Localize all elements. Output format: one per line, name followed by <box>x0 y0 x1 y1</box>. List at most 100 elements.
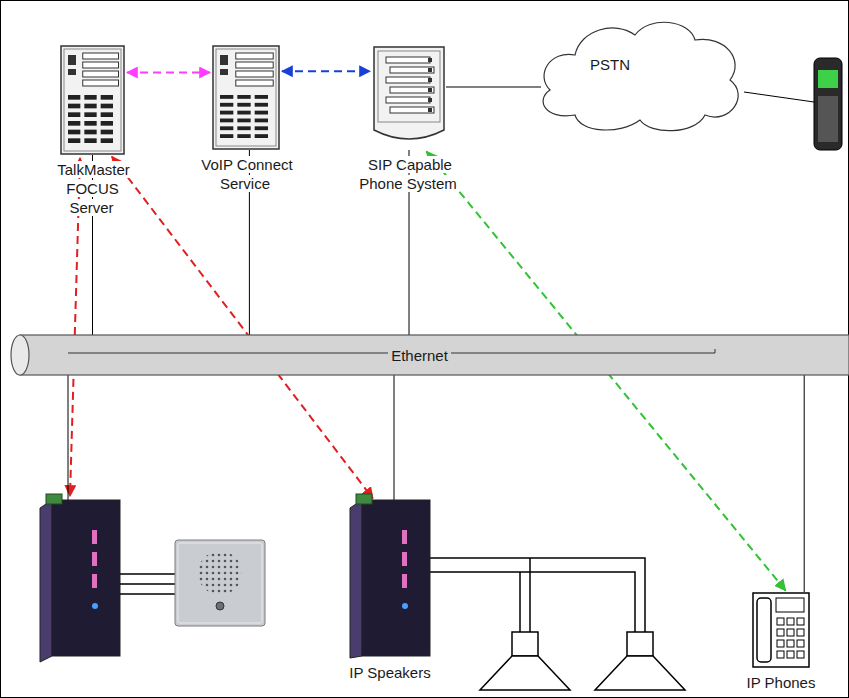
intercom-panel <box>175 540 265 626</box>
red-dashed-link <box>112 157 373 499</box>
phone-system-icon-part <box>428 78 432 82</box>
server-tower-icon-part <box>68 69 76 75</box>
server-tower-icon-part <box>220 95 233 99</box>
server-tower-icon-part <box>236 53 273 59</box>
node-label: SIP Capable Phone System <box>359 156 459 192</box>
node-label: IP Phones <box>745 674 818 691</box>
server-tower-icon-part <box>84 104 96 109</box>
intercom-panel-part <box>175 540 265 626</box>
intercom-panel-part <box>216 602 224 610</box>
label-holder: TalkMaster FOCUS Server <box>47 160 139 217</box>
phone-line <box>744 92 814 102</box>
server-tower-icon-part <box>255 95 268 99</box>
server-tower-icon-part <box>255 126 268 130</box>
cell-phone-part <box>814 58 842 150</box>
server-tower-icon-part <box>68 121 80 126</box>
phone-line <box>446 87 541 88</box>
network-cloud: PSTN <box>530 15 750 135</box>
server-tower-icon-part <box>83 80 119 86</box>
ip-phone-icon-part <box>787 618 794 625</box>
server-tower-icon-part <box>64 49 121 151</box>
intercom-panel-part <box>198 551 242 595</box>
ip-speaker-adapter-icon-part <box>402 530 407 544</box>
ethernet-bus-icon-part <box>11 335 29 375</box>
phone-system-icon <box>372 45 446 150</box>
server-tower: TalkMaster FOCUS Server <box>60 45 125 155</box>
ip-phone-icon-part <box>777 618 784 625</box>
server-tower-icon-part <box>220 55 228 65</box>
ip-phone-icon-part <box>777 629 784 636</box>
ip-phone-icon-part <box>776 598 804 612</box>
server-tower-icon-part <box>84 130 96 135</box>
server-tower-icon-part <box>83 62 119 68</box>
node-label: VoIP Connect Service <box>199 156 292 192</box>
ip-phone-icon-part <box>797 651 804 658</box>
server-tower-icon <box>60 45 125 155</box>
horn-speaker-part <box>480 656 570 690</box>
server-tower-icon-part <box>213 46 279 149</box>
ip-speaker-adapter-icon-part <box>402 603 408 609</box>
server-tower-icon-part <box>237 126 250 130</box>
label-holder: Ethernet <box>10 335 849 375</box>
server-tower-icon-part <box>68 104 80 109</box>
intercom-adapter-part <box>40 500 52 662</box>
server-tower-icon-part <box>220 126 233 130</box>
network-wire <box>804 375 805 592</box>
ip-phone-icon-part <box>797 629 804 636</box>
ip-phone-icon-part <box>787 629 794 636</box>
ethernet-bus-icon-part <box>20 335 849 375</box>
ip-speaker-adapter-icon-part <box>402 552 407 566</box>
server-tower-icon-part <box>101 95 113 100</box>
server-tower-icon-part <box>237 95 250 99</box>
phone-system-icon-part <box>390 87 434 93</box>
ip-phone-icon <box>752 592 810 668</box>
intercom-adapter-part <box>52 500 120 656</box>
server-tower-icon-part <box>84 121 96 126</box>
label-holder: SIP Capable Phone System <box>352 155 466 193</box>
intercom-adapter-part <box>92 530 97 544</box>
server-tower-icon-part <box>101 138 113 143</box>
server-tower-icon-part <box>237 134 250 138</box>
label-holder: PSTN <box>530 15 750 135</box>
intercom-adapter-part <box>92 574 97 588</box>
server-tower-icon-part <box>255 134 268 138</box>
speaker-wire <box>430 558 645 632</box>
ip-speaker-adapter-icon-part <box>350 500 362 658</box>
phone-system-icon-part <box>386 57 430 63</box>
panel-wire <box>120 574 175 594</box>
ethernet-bus: Ethernet <box>10 335 849 375</box>
horn-speaker <box>480 632 570 690</box>
node-label: Ethernet <box>388 347 451 364</box>
phone-system-icon-part <box>428 88 432 92</box>
intercom-panel-part <box>178 543 262 623</box>
server-tower-icon-part <box>84 95 96 100</box>
server-tower-icon-part <box>84 138 96 143</box>
server-tower-icon-part <box>68 55 76 65</box>
ethernet-bus-icon-part <box>715 349 716 353</box>
server-tower-icon-part <box>83 71 119 77</box>
network-wire <box>68 375 69 500</box>
server-tower-icon-part <box>101 104 113 109</box>
label-holder: VoIP Connect Service <box>194 155 298 193</box>
node-label: IP Speakers <box>347 664 432 681</box>
server-tower-icon-part <box>84 112 96 117</box>
horn-speaker-part <box>627 632 653 656</box>
server-tower-icon-part <box>236 62 273 68</box>
ip-phone: IP Phones <box>752 592 810 668</box>
ip-phone-icon-part <box>787 651 794 658</box>
cell-phone <box>814 58 842 150</box>
server-tower-icon-part <box>83 53 119 59</box>
cell-phone-part <box>818 70 838 88</box>
phone-system-icon-part <box>428 58 432 62</box>
intercom-adapter-part <box>92 603 98 609</box>
server-tower-icon-part <box>220 134 233 138</box>
server-tower-icon-part <box>220 119 233 123</box>
server-tower-icon-part <box>220 111 233 115</box>
label-holder: IP Speakers <box>334 663 446 682</box>
ip-speaker-adapter: IP Speakers <box>350 500 430 658</box>
network-cloud-icon <box>530 15 750 135</box>
server-tower-icon-part <box>255 103 268 107</box>
network-cloud-icon-part <box>543 22 738 130</box>
